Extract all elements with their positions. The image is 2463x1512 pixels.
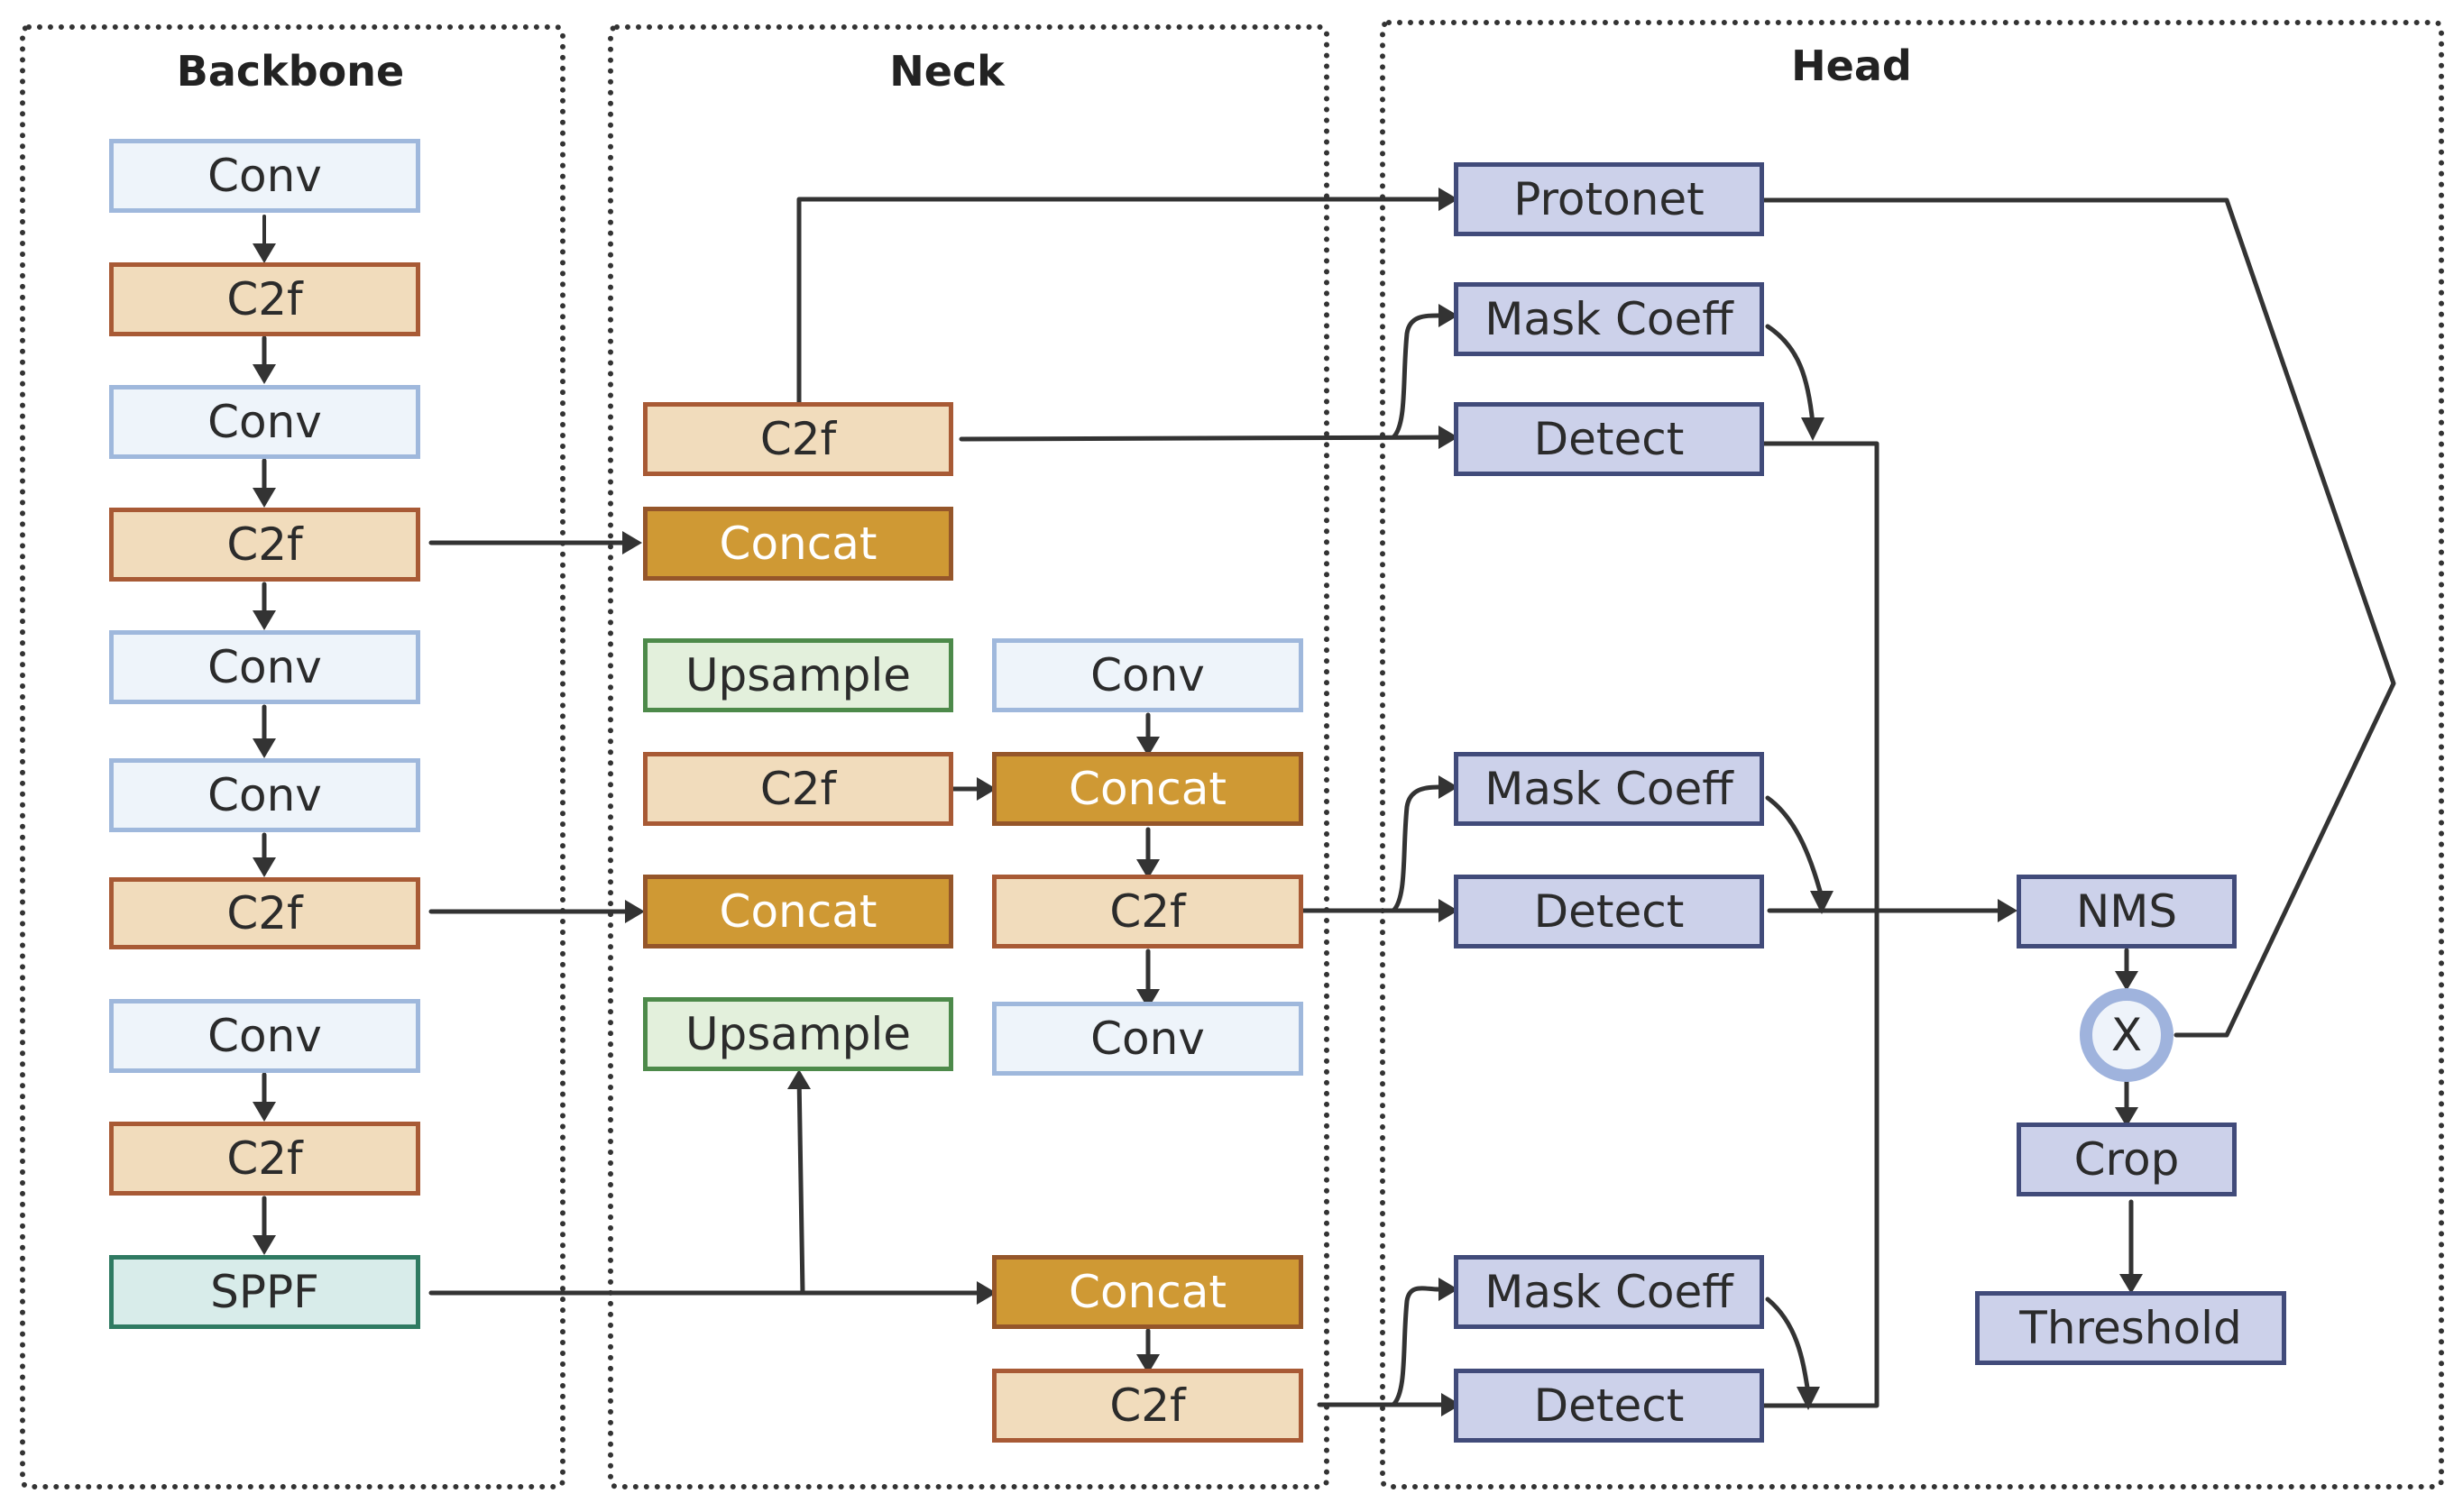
arrowhead	[253, 610, 276, 630]
multiply-node: X	[2080, 988, 2174, 1082]
arrow-maskcoeff2-to-bus	[1765, 795, 1824, 900]
arrowhead	[625, 900, 645, 923]
arrowhead	[2119, 1274, 2143, 1294]
arrowhead	[1441, 1393, 1461, 1416]
arrowhead	[1136, 1354, 1160, 1374]
neck-title: Neck	[889, 47, 1005, 96]
head-title: Head	[1791, 41, 1912, 90]
head-mask-coeff-2: Mask Coeff	[1454, 752, 1764, 826]
head-crop: Crop	[2017, 1123, 2237, 1196]
arrow-branch-to-maskcoeff1	[1391, 313, 1441, 440]
arrowhead	[253, 488, 276, 508]
head-threshold: Threshold	[1975, 1291, 2286, 1365]
arrow-maskcoeff1-to-bus	[1765, 324, 1815, 426]
arrowhead	[622, 531, 642, 554]
arrowhead	[2115, 1107, 2138, 1127]
neck-concat-right-2: Concat	[992, 1255, 1303, 1329]
head-detect-3: Detect	[1454, 1369, 1764, 1443]
neck-c2f-mid: C2f	[643, 752, 953, 826]
arrowhead	[1136, 859, 1160, 879]
arrow-c2f-top-to-detect1	[959, 435, 1455, 442]
arrowhead	[1801, 417, 1824, 441]
neck-upsample-2: Upsample	[643, 997, 953, 1071]
neck-c2f-right-2: C2f	[992, 1369, 1303, 1443]
neck-concat-mid: Concat	[643, 875, 953, 948]
backbone-c2f-1: C2f	[109, 262, 420, 336]
neck-c2f-right-1: C2f	[992, 875, 1303, 948]
backbone-c2f-2: C2f	[109, 508, 420, 582]
arrowhead	[1438, 304, 1458, 327]
neck-concat-right-1: Concat	[992, 752, 1303, 826]
arrowhead	[1797, 1387, 1820, 1410]
backbone-conv-4: Conv	[109, 758, 420, 832]
arrowhead	[1438, 1278, 1458, 1301]
head-detect-2: Detect	[1454, 875, 1764, 948]
arrow-sppf-to-upsample2	[796, 1073, 805, 1296]
neck-panel	[608, 24, 1329, 1489]
neck-concat-top: Concat	[643, 507, 953, 581]
backbone-sppf: SPPF	[109, 1255, 420, 1329]
head-protonet: Protonet	[1454, 162, 1764, 236]
backbone-conv-3: Conv	[109, 630, 420, 704]
arrowhead	[253, 857, 276, 877]
arrowhead	[2115, 971, 2138, 991]
arrowhead	[1136, 737, 1160, 756]
line-protonet-to-multiply	[1760, 197, 2396, 1038]
backbone-conv-5: Conv	[109, 999, 420, 1073]
head-detect-1: Detect	[1454, 402, 1764, 476]
head-mask-coeff-3: Mask Coeff	[1454, 1255, 1764, 1329]
arrowhead	[1998, 899, 2017, 922]
backbone-conv-1: Conv	[109, 139, 420, 213]
line-detect1-bus	[1760, 441, 1879, 1408]
head-panel	[1380, 20, 2444, 1489]
arrow-maskcoeff3-to-bus	[1765, 1297, 1811, 1396]
neck-conv-right-1: Conv	[992, 638, 1303, 712]
arrowhead	[977, 1281, 997, 1305]
backbone-title: Backbone	[176, 47, 405, 96]
backbone-c2f-4: C2f	[109, 1122, 420, 1196]
arrowhead	[977, 777, 997, 801]
backbone-conv-2: Conv	[109, 385, 420, 459]
head-nms: NMS	[2017, 875, 2237, 948]
arrowhead	[1810, 891, 1833, 914]
arrowhead	[1438, 188, 1458, 211]
arrow-branch-to-maskcoeff3	[1391, 1286, 1441, 1407]
arrowhead	[1438, 775, 1458, 799]
arrowhead	[1438, 899, 1458, 922]
arrowhead	[1438, 426, 1458, 449]
arrowhead	[253, 1235, 276, 1255]
arrowhead	[253, 1102, 276, 1122]
backbone-panel	[20, 24, 565, 1489]
arrowhead	[787, 1069, 811, 1089]
neck-c2f-top: C2f	[643, 402, 953, 476]
head-mask-coeff-1: Mask Coeff	[1454, 282, 1764, 356]
arrow-c2f-top-to-protonet	[796, 197, 1455, 405]
arrowhead	[1136, 989, 1160, 1009]
arrowhead	[253, 243, 276, 263]
neck-conv-right-2: Conv	[992, 1002, 1303, 1076]
backbone-c2f-3: C2f	[109, 877, 420, 949]
arrow-branch-to-maskcoeff2	[1391, 784, 1441, 913]
arrowhead	[253, 364, 276, 384]
neck-upsample-1: Upsample	[643, 638, 953, 712]
arrowhead	[253, 738, 276, 758]
